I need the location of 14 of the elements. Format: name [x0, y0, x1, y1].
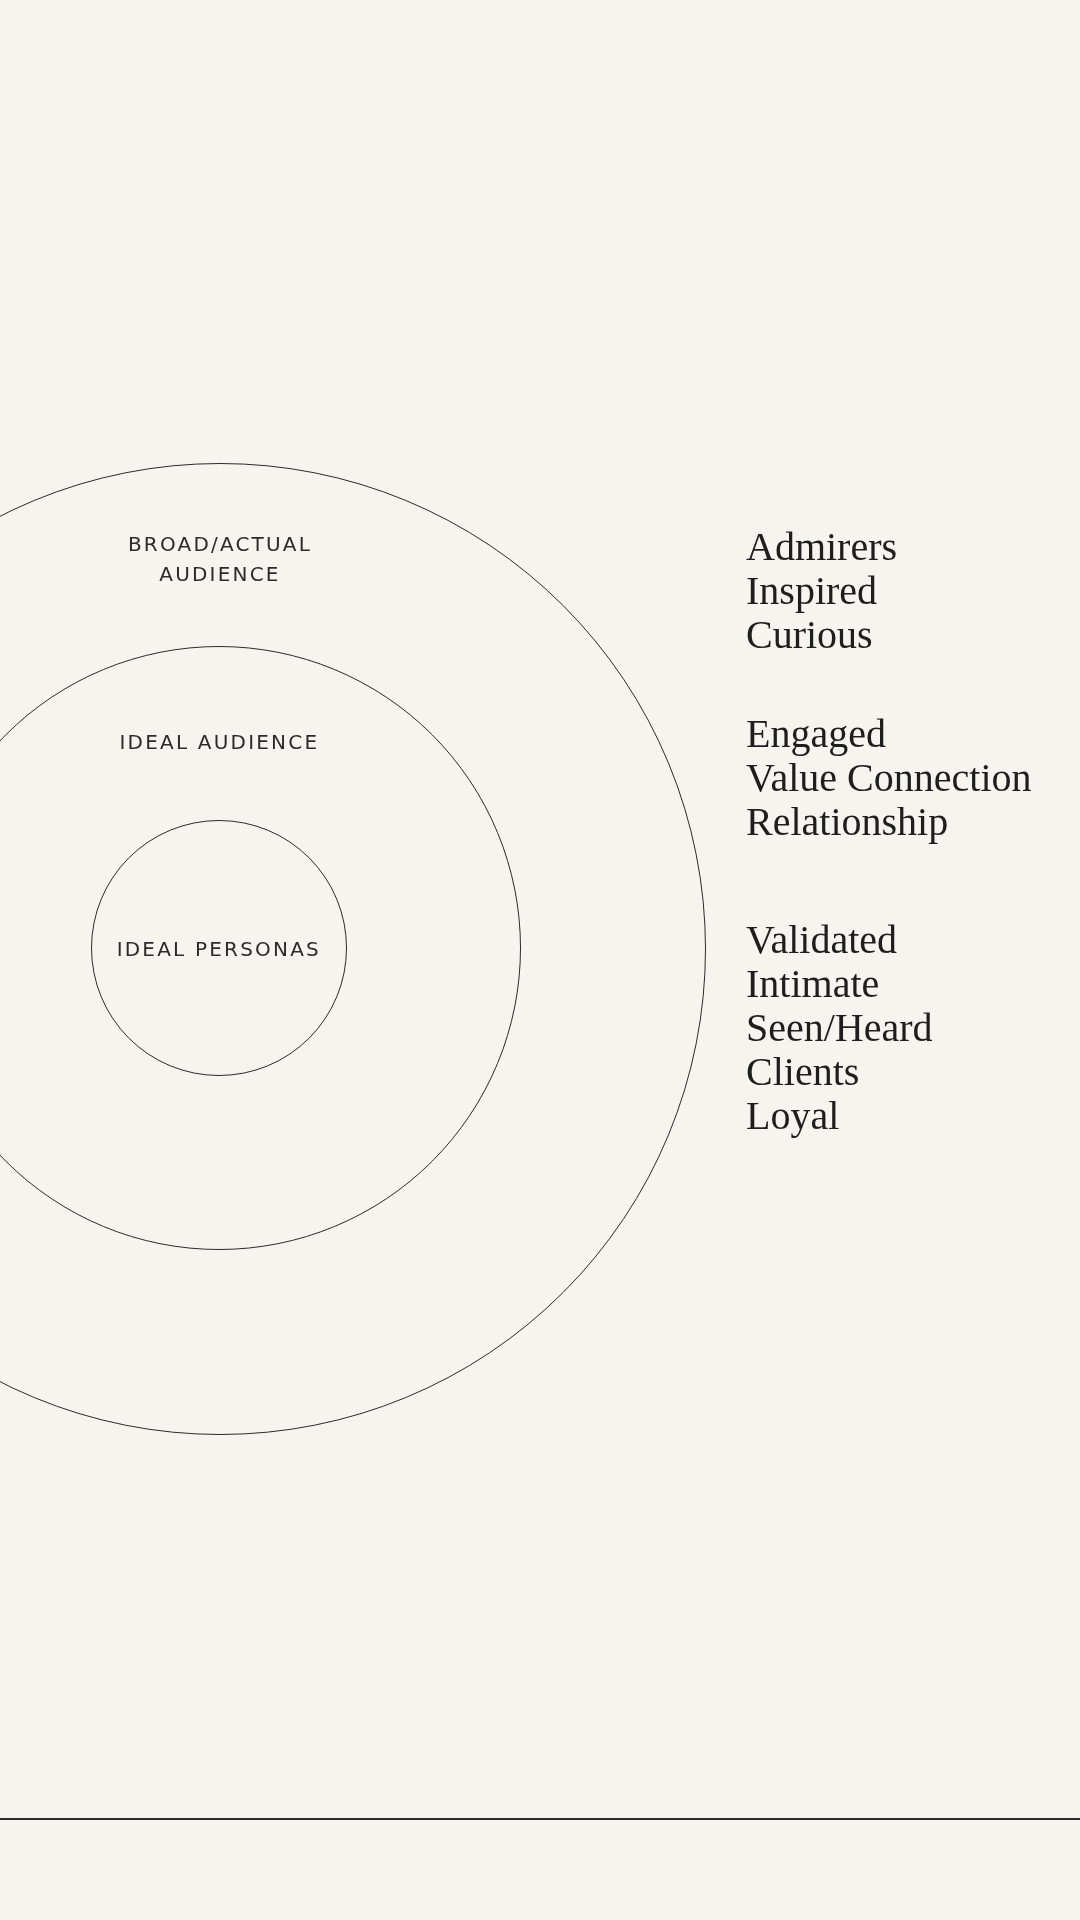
audience-trait: Loyal	[746, 1094, 840, 1138]
audience-trait: Value Connection	[746, 756, 1032, 800]
audience-trait: Seen/Heard	[746, 1006, 933, 1050]
audience-trait: Intimate	[746, 962, 880, 1006]
audience-trait: Admirers	[746, 525, 898, 569]
audience-trait: Engaged	[746, 712, 886, 756]
ring-label: IDEAL AUDIENCE	[118, 729, 321, 757]
audience-trait: Relationship	[746, 800, 949, 844]
audience-trait: Clients	[746, 1050, 860, 1094]
ring-label: IDEAL PERSONAS	[115, 935, 322, 963]
audience-trait: Inspired	[746, 569, 878, 613]
audience-trait: Validated	[746, 918, 898, 962]
audience-trait: Curious	[746, 613, 873, 657]
ring-label: BROAD/ACTUAL AUDIENCE	[126, 531, 314, 588]
